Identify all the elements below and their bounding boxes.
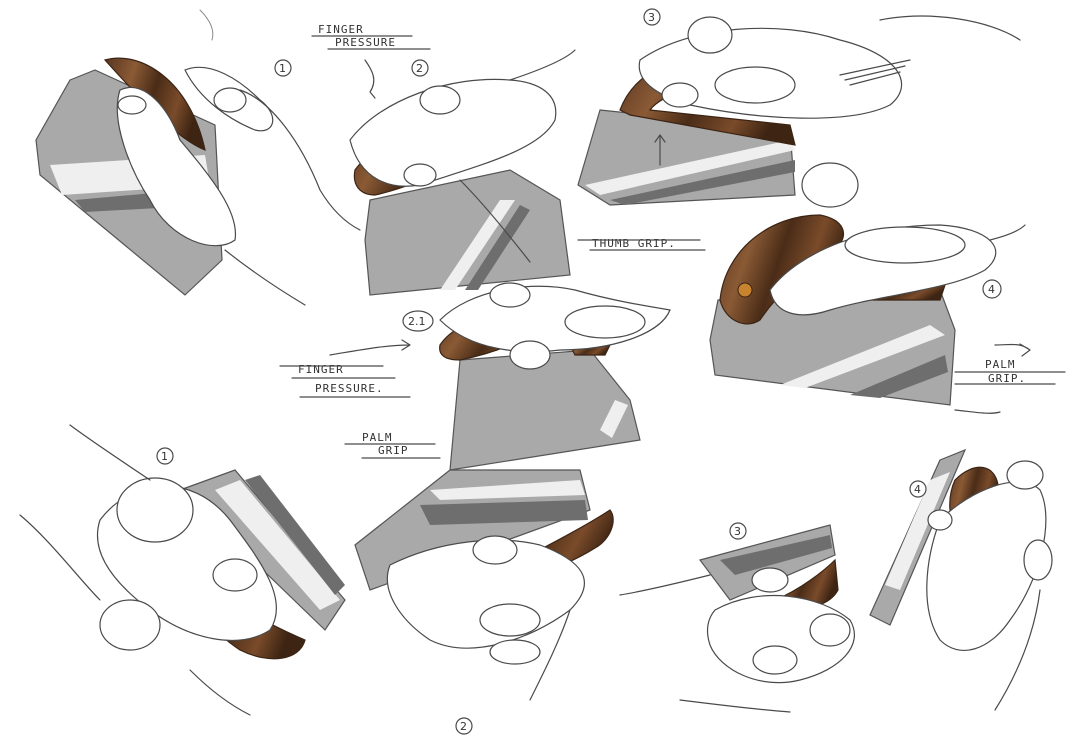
step-number-4-right: 4 [982, 279, 1002, 299]
thumb-grip-label: THUMB GRIP. [577, 237, 706, 251]
svg-text:1: 1 [279, 62, 286, 75]
svg-text:3: 3 [734, 525, 741, 538]
grip-sketch-bottom-3 [619, 524, 855, 713]
grip-sketch-center-bottom [354, 469, 614, 701]
palm-grip-label-right: PALM GRIP. [954, 343, 1066, 385]
step-number-3-bottom: 3 [729, 522, 747, 540]
finger-pressure-label-top: FINGER PRESSURE [311, 23, 431, 99]
step-number-1-top: 1 [274, 59, 292, 77]
step-number-2-bottom: 2 [455, 717, 473, 735]
svg-text:1: 1 [161, 450, 168, 463]
step-number-2-top: 2 [411, 59, 429, 77]
grip-sketch-4 [709, 162, 1026, 414]
grip-sketch-bottom-1 [19, 424, 346, 716]
svg-text:4: 4 [988, 283, 995, 296]
svg-text:2: 2 [460, 720, 467, 733]
grip-sketch-2 [349, 49, 576, 296]
svg-text:PRESSURE.: PRESSURE. [315, 382, 384, 395]
step-number-3-top: 3 [643, 8, 661, 26]
step-number-4-bottom: 4 [909, 480, 927, 498]
svg-text:PRESSURE: PRESSURE [335, 36, 396, 49]
svg-text:FINGER: FINGER [318, 23, 364, 36]
svg-text:FINGER: FINGER [298, 363, 344, 376]
svg-text:4: 4 [914, 483, 921, 496]
step-number-2-1: 2.1 [402, 310, 434, 332]
svg-text:2: 2 [416, 62, 423, 75]
svg-text:2.1: 2.1 [408, 315, 426, 328]
svg-text:THUMB GRIP.: THUMB GRIP. [592, 237, 676, 250]
grip-sketch-bottom-4 [869, 448, 1053, 711]
palm-grip-label-mid: PALM GRIP [344, 431, 441, 459]
finger-pressure-label-mid: FINGER PRESSURE. [279, 339, 411, 398]
svg-text:PALM: PALM [362, 431, 393, 444]
grip-sketch-3 [577, 15, 1021, 206]
svg-text:GRIP.: GRIP. [988, 372, 1026, 385]
grip-sketch-1 [35, 9, 361, 306]
svg-text:GRIP: GRIP [378, 444, 409, 457]
svg-text:PALM: PALM [985, 358, 1016, 371]
step-number-1-bottom: 1 [156, 447, 174, 465]
svg-text:3: 3 [648, 11, 655, 24]
grip-sketch-2-1 [439, 282, 671, 471]
